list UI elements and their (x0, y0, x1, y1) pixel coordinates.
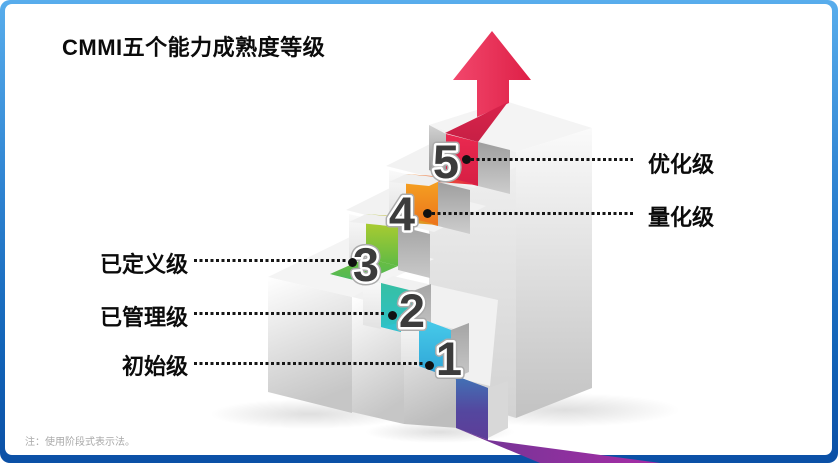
step5-side-sliver (478, 142, 510, 194)
tower-front-face (516, 128, 592, 418)
landing-front-face (268, 277, 352, 413)
step-number-3: 3 (353, 238, 379, 291)
step3-side-sliver (398, 226, 430, 278)
ribbon-arrow (445, 31, 531, 142)
footnote: 注：使用阶段式表示法。 (25, 437, 135, 448)
step5-cheek (429, 125, 446, 178)
step4-side-sliver (438, 182, 470, 234)
slide-title: CMMI五个能力成熟度等级 (62, 35, 326, 60)
step-numbers: 5 5 4 4 3 3 2 2 1 1 (349, 131, 466, 389)
arrow-bend-band (445, 102, 508, 142)
label-quantified: 量化级 (648, 205, 715, 230)
step1-cheek (401, 314, 419, 368)
step-number-4: 4 (389, 187, 415, 240)
svg-text:1: 1 (436, 332, 462, 385)
callout-line-2 (194, 312, 386, 315)
step-number-2: 2 (399, 284, 425, 337)
svg-text:4: 4 (389, 187, 415, 240)
ribbon-floor (456, 428, 660, 463)
step2-cheek (363, 279, 381, 329)
callout-line-5 (471, 158, 633, 161)
callout-dot-3 (348, 258, 357, 267)
label-managed: 已管理级 (99, 305, 188, 330)
ribbon-drop (456, 376, 488, 440)
callout-dot-4 (423, 209, 432, 218)
tread-5-front (389, 174, 446, 186)
drop-side-sliver (488, 381, 508, 438)
riser-3 (366, 214, 398, 266)
elbow-band-a (330, 258, 398, 282)
callout-dot-1 (425, 361, 434, 370)
tower-top-face (429, 101, 592, 152)
step-number-1: 1 (436, 332, 462, 385)
step3-cheek (349, 214, 366, 262)
label-defined: 已定义级 (99, 252, 188, 277)
label-optimizing: 优化级 (648, 152, 715, 177)
svg-text:5: 5 (433, 135, 459, 188)
step-number-5: 5 (433, 135, 459, 188)
flight-b-mass (352, 276, 660, 463)
svg-text:2: 2 (399, 284, 425, 337)
callout-line-3 (194, 259, 346, 262)
callout-dot-5 (462, 155, 471, 164)
tread-4-front (349, 214, 406, 226)
label-initial: 初始级 (121, 354, 188, 379)
up-arrow (453, 31, 531, 117)
callout-line-4 (432, 212, 633, 215)
callout-line-1 (194, 362, 424, 365)
step1-side-sliver (451, 323, 469, 380)
callout-dot-2 (388, 311, 397, 320)
